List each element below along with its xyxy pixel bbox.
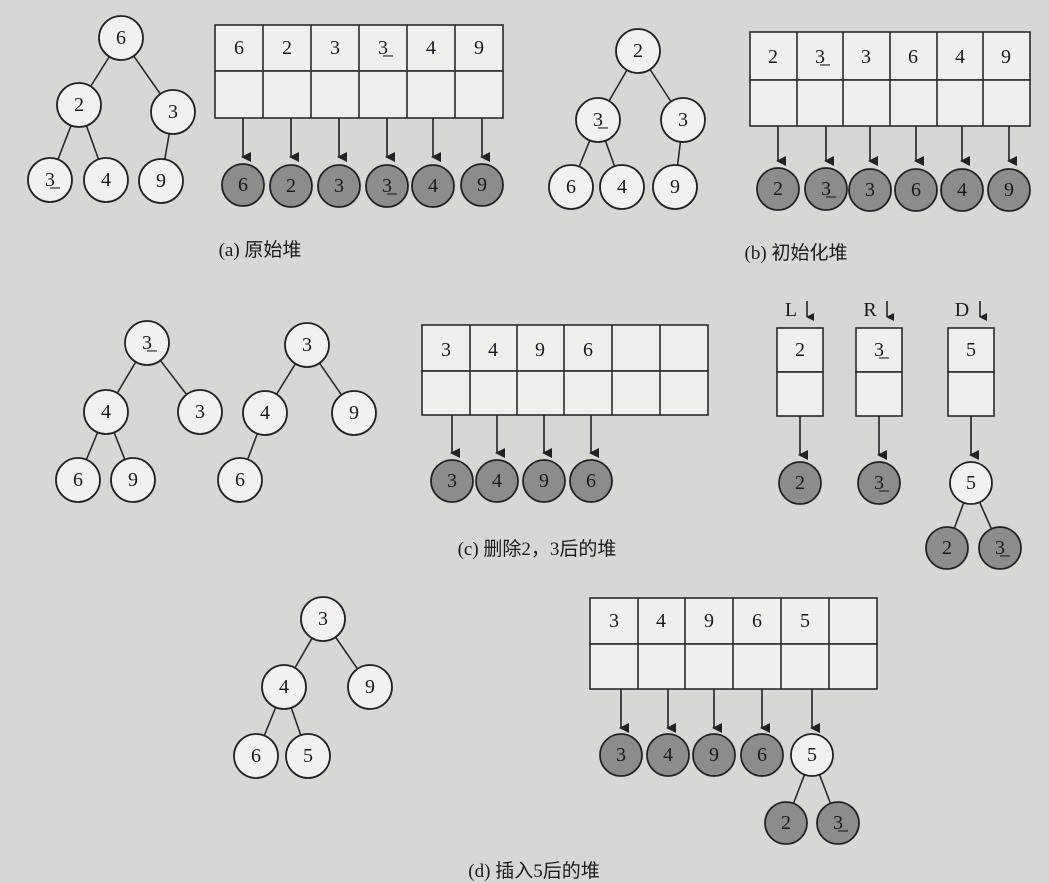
panel-d-array: 3 4 9 6 5 bbox=[589, 597, 878, 690]
tree-node: 3 bbox=[678, 109, 688, 131]
tree-node: 5 bbox=[303, 745, 313, 767]
array-cell: 5 bbox=[800, 610, 810, 632]
list-node: 2 bbox=[773, 178, 783, 200]
tree-node: 4 bbox=[617, 176, 627, 198]
list-node: 3 bbox=[865, 179, 875, 201]
stack-l-value: 2 bbox=[795, 339, 805, 361]
tree-node: 6 bbox=[73, 469, 83, 491]
stack-d-label: D bbox=[955, 299, 969, 321]
tree-node: 9 bbox=[670, 176, 680, 198]
array-cell: 6 bbox=[583, 339, 593, 361]
tree-node: 6 bbox=[251, 745, 261, 767]
tree-node: 4 bbox=[101, 401, 111, 423]
tree-node: 2 bbox=[633, 40, 643, 62]
array-cell: 3 bbox=[861, 46, 871, 68]
panel-c-tree-2: 3 4 9 6 bbox=[217, 322, 377, 503]
caption-a: (a) 原始堆 bbox=[219, 239, 302, 261]
tree-node: 2 bbox=[74, 94, 84, 116]
tree-node: 4 bbox=[101, 169, 111, 191]
stack-d-node: 5 bbox=[966, 472, 976, 494]
array-cell: 6 bbox=[908, 46, 918, 68]
stack-r: R 3̲ 3̲ bbox=[855, 299, 903, 505]
tree-node: 4 bbox=[279, 676, 289, 698]
list-node: 9 bbox=[539, 470, 549, 492]
panel-d-list: 3 4 9 6 5 2 3̲ bbox=[599, 689, 860, 845]
list-node: 4 bbox=[663, 744, 673, 766]
array-cell: 6 bbox=[234, 37, 244, 59]
caption-d: (d) 插入5后的堆 bbox=[468, 860, 599, 882]
list-node: 6 bbox=[911, 179, 921, 201]
panel-a-tree: 6 2 3 3̲ 4 9 bbox=[27, 15, 196, 204]
list-node: 4 bbox=[492, 470, 502, 492]
array-cell: 9 bbox=[704, 610, 714, 632]
list-node: 4 bbox=[957, 179, 967, 201]
panel-a-array: 6 2 3 3̲ 4 9 bbox=[214, 24, 504, 119]
panel-d-tree: 3 4 9 6 5 bbox=[233, 596, 393, 779]
caption-c: (c) 删除2，3后的堆 bbox=[458, 538, 617, 560]
array-cell: 9 bbox=[1001, 46, 1011, 68]
list-node: 6 bbox=[238, 174, 248, 196]
tree-node: 3 bbox=[318, 608, 328, 630]
panel-b-tree: 2 3̲ 3 6 4 9 bbox=[548, 28, 706, 210]
tree-node: 3 bbox=[302, 334, 312, 356]
caption-b: (b) 初始化堆 bbox=[745, 242, 848, 264]
list-node: 2 bbox=[286, 175, 296, 197]
tree-node: 6 bbox=[235, 469, 245, 491]
array-cell: 4 bbox=[488, 339, 498, 361]
stack-d-child: 2 bbox=[942, 537, 952, 559]
array-cell: 6 bbox=[752, 610, 762, 632]
tree-node: 9 bbox=[349, 402, 359, 424]
list-child-node: 2 bbox=[781, 812, 791, 834]
list-node: 6 bbox=[586, 470, 596, 492]
tree-node: 6 bbox=[116, 27, 126, 49]
tree-node: 3 bbox=[195, 401, 205, 423]
list-node: 6 bbox=[757, 744, 767, 766]
list-node: 9 bbox=[477, 174, 487, 196]
tree-node: 3 bbox=[168, 101, 178, 123]
panel-c-array: 3 4 9 6 bbox=[421, 324, 709, 416]
array-cell: 2 bbox=[282, 37, 292, 59]
tree-node: 4 bbox=[260, 402, 270, 424]
tree-node: 9 bbox=[365, 676, 375, 698]
panel-c-tree-1: 3̲ 4 3 6 9 bbox=[55, 320, 223, 503]
stack-l-node: 2 bbox=[795, 472, 805, 494]
stack-r-label: R bbox=[863, 299, 877, 321]
array-cell: 9 bbox=[474, 37, 484, 59]
stack-d: D 5 5 2 3̲ bbox=[925, 299, 1022, 570]
tree-node: 9 bbox=[128, 469, 138, 491]
panel-b-list: 2 3̲ 3 6 4 9 bbox=[756, 126, 1031, 212]
list-node: 4 bbox=[428, 175, 438, 197]
array-cell: 9 bbox=[535, 339, 545, 361]
array-cell: 4 bbox=[656, 610, 666, 632]
list-node: 9 bbox=[709, 744, 719, 766]
array-cell: 2 bbox=[768, 46, 778, 68]
array-cell: 3 bbox=[441, 339, 451, 361]
stack-l-label: L bbox=[785, 299, 797, 321]
stack-d-value: 5 bbox=[966, 339, 976, 361]
panel-a-list: 6 2 3 3̲ 4 9 bbox=[221, 118, 504, 208]
array-cell: 3 bbox=[330, 37, 340, 59]
list-node: 5 bbox=[807, 744, 817, 766]
list-node: 3 bbox=[616, 744, 626, 766]
stack-l: L 2 2 bbox=[776, 299, 824, 505]
panel-c-list: 3 4 9 6 bbox=[430, 415, 613, 503]
list-node: 3 bbox=[447, 470, 457, 492]
tree-node: 9 bbox=[156, 170, 166, 192]
array-cell: 4 bbox=[426, 37, 436, 59]
list-node: 9 bbox=[1004, 179, 1014, 201]
array-cell: 4 bbox=[955, 46, 965, 68]
panel-b-array: 2 3̲ 3 6 4 9 bbox=[749, 31, 1031, 127]
tree-node: 6 bbox=[566, 176, 576, 198]
list-node: 3 bbox=[334, 175, 344, 197]
array-cell: 3 bbox=[609, 610, 619, 632]
